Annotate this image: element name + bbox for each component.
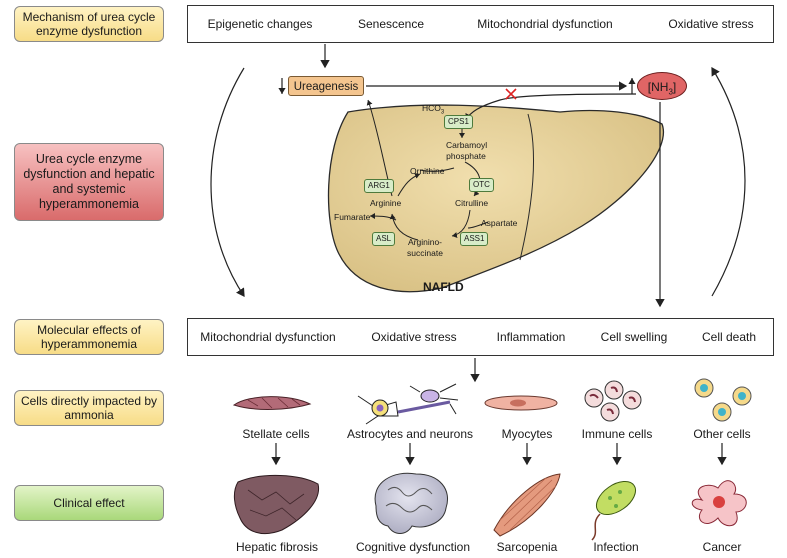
cause-mitochondrial-dysfunction: Mitochondrial dysfunction	[477, 17, 613, 31]
molecular-effects-box: Mitochondrial dysfunction Oxidative stre…	[187, 318, 774, 356]
carbamoyl-line-1: Carbamoyl	[446, 140, 488, 150]
stage-label-cells: Cells directly impacted by ammonia	[14, 390, 164, 426]
carbamoyl-line-2: phosphate	[446, 151, 486, 161]
left-curved-arrow	[210, 67, 245, 297]
bicarbonate-subscript: 3	[440, 109, 445, 116]
argininosuccinate-label: Arginino- succinate	[402, 237, 448, 259]
carbamoyl-phosphate-label: Carbamoyl phosphate	[446, 140, 488, 162]
effect-mitochondrial-dysfunction: Mitochondrial dysfunction	[200, 330, 336, 344]
caption-cognitive-dysfunction: Cognitive dysfunction	[355, 540, 471, 554]
ureagenesis-box: Ureagenesis	[288, 76, 364, 96]
cancer-cell-image	[691, 480, 747, 527]
muscle-image	[493, 473, 561, 537]
effect-inflammation: Inflammation	[496, 330, 566, 344]
stage-label-clinical: Clinical effect	[14, 485, 164, 521]
enzyme-cps1: CPS1	[444, 115, 473, 129]
cause-senescence: Senescence	[357, 17, 425, 31]
stellate-cell-image	[232, 396, 312, 410]
liver-shape	[327, 104, 665, 293]
argininosuccinate-line-1: Arginino-	[407, 237, 443, 247]
caption-myocytes: Myocytes	[501, 427, 553, 441]
argininosuccinate-line-2: succinate	[407, 248, 443, 258]
cause-epigenetic-changes: Epigenetic changes	[207, 17, 313, 31]
caption-immune-cells: Immune cells	[581, 427, 653, 441]
effect-cell-death: Cell death	[701, 330, 757, 344]
cause-oxidative-stress: Oxidative stress	[668, 17, 754, 31]
caption-astrocytes-neurons: Astrocytes and neurons	[346, 427, 474, 441]
ammonia-label-close: ]	[672, 80, 677, 94]
caption-infection: Infection	[593, 540, 639, 554]
ammonia-subscript: 3	[668, 87, 673, 97]
bicarbonate-superscript: −	[444, 103, 448, 110]
citrulline-label: Citrulline	[455, 198, 489, 208]
ornithine-label: Ornithine	[410, 166, 445, 176]
caption-stellate-cells: Stellate cells	[242, 427, 310, 441]
immune-cells-image	[584, 380, 642, 422]
arginine-label: Arginine	[370, 198, 402, 208]
bicarbonate-text: HCO	[422, 103, 441, 113]
enzyme-arg1: ARG1	[364, 179, 394, 193]
brain-image	[374, 472, 448, 534]
ammonia-label: [NH	[647, 80, 669, 94]
bicarbonate-label: HCO3−	[422, 103, 448, 116]
stage-label-molecular: Molecular effects of hyperammonemia	[14, 319, 164, 355]
enzyme-asl: ASL	[372, 232, 396, 246]
other-cells-image	[694, 378, 752, 422]
caption-sarcopenia: Sarcopenia	[496, 540, 558, 554]
effect-cell-swelling: Cell swelling	[600, 330, 668, 344]
right-curved-arrow	[711, 66, 746, 297]
ammonia-node: [NH3]	[637, 72, 687, 100]
caption-hepatic-fibrosis: Hepatic fibrosis	[235, 540, 319, 554]
stage-label-mechanism: Mechanism of urea cycle enzyme dysfuncti…	[14, 6, 164, 42]
caption-cancer: Cancer	[702, 540, 742, 554]
caption-other-cells: Other cells	[693, 427, 751, 441]
myocyte-image	[484, 395, 558, 411]
fibrotic-liver-image	[233, 475, 320, 534]
fumarate-label: Fumarate	[334, 212, 371, 222]
nafld-label: NAFLD	[423, 280, 464, 294]
bacterium-image	[591, 480, 637, 541]
astrocyte-neuron-image	[357, 383, 459, 425]
effect-oxidative-stress: Oxidative stress	[371, 330, 457, 344]
aspartate-label: Aspartate	[481, 218, 518, 228]
enzyme-otc: OTC	[469, 178, 494, 192]
causes-box: Epigenetic changes Senescence Mitochondr…	[187, 5, 774, 43]
enzyme-ass1: ASS1	[460, 232, 489, 246]
stage-label-dysfunction: Urea cycle enzyme dysfunction and hepati…	[14, 143, 164, 221]
